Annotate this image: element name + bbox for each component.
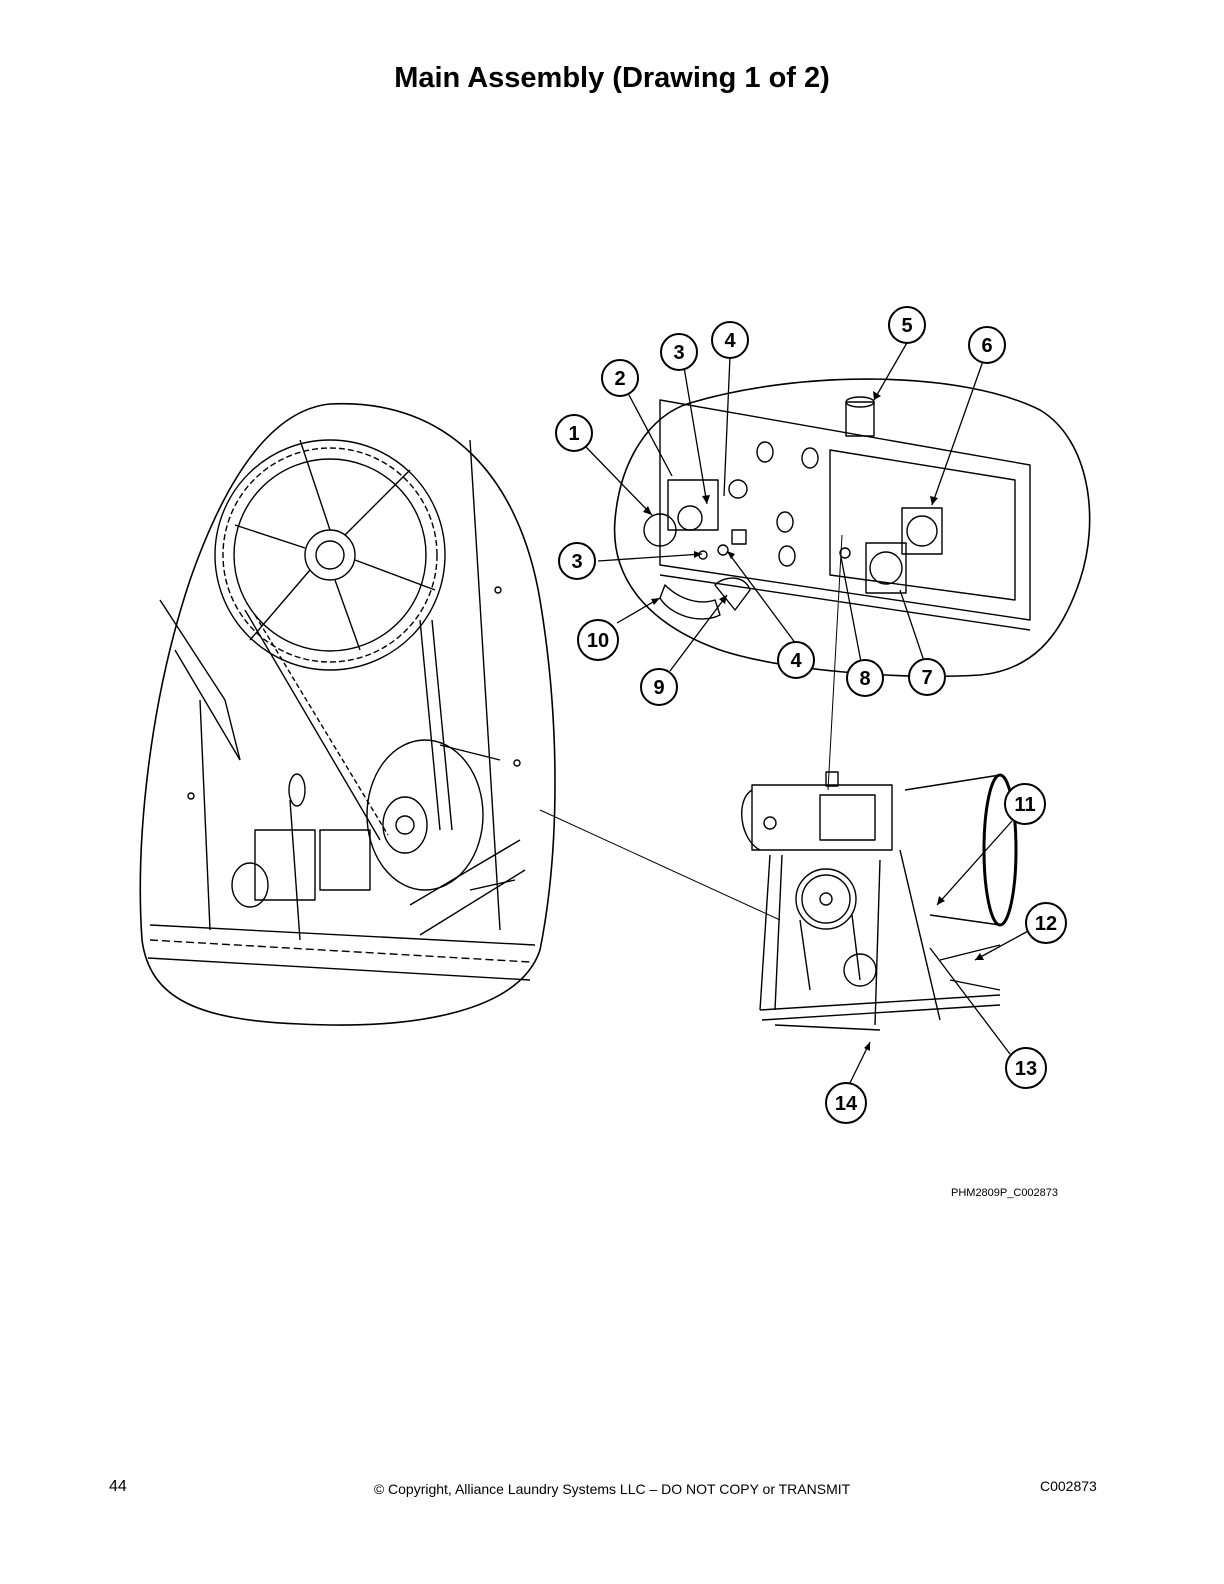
callout-5 <box>888 306 926 344</box>
drive-belt <box>244 609 453 841</box>
callout-label-7: 7 <box>921 667 932 689</box>
callout-label-10: 10 <box>587 630 609 652</box>
figure-id: PHM2809P_C002873 <box>951 1187 1059 1199</box>
frame <box>147 439 536 981</box>
callout-label-4-lower: 4 <box>790 650 802 672</box>
detail-view-control-panel <box>613 378 1091 678</box>
detail-view-belt-drive <box>139 402 556 1026</box>
valve <box>231 773 371 908</box>
callout-14 <box>825 1082 867 1124</box>
callout-12 <box>1025 902 1067 944</box>
callout-8 <box>846 659 884 697</box>
callout-label-14: 14 <box>835 1093 858 1115</box>
callout-4-lower <box>777 641 815 679</box>
callout-4-upper <box>711 321 749 359</box>
copyright-notice: © Copyright, Alliance Laundry Systems LL… <box>373 1481 851 1497</box>
callout-label-3-upper: 3 <box>673 342 684 364</box>
page-number: 44 <box>109 1478 127 1495</box>
callout-label-3-lower: 3 <box>571 551 582 573</box>
callout-label-4-upper: 4 <box>724 330 736 352</box>
motor <box>366 739 516 891</box>
pulley-wheel <box>214 439 446 671</box>
callout-10 <box>577 619 619 661</box>
document-number: C002873 <box>1040 1478 1097 1494</box>
callout-13 <box>1005 1047 1047 1089</box>
callout-7 <box>908 658 946 696</box>
callout-label-2: 2 <box>614 368 625 390</box>
callout-1 <box>555 414 593 452</box>
callout-label-9: 9 <box>653 677 664 699</box>
callout-3-upper <box>660 333 698 371</box>
callout-label-6: 6 <box>981 335 992 357</box>
callout-label-5: 5 <box>901 315 912 337</box>
callout-2 <box>601 359 639 397</box>
callout-9 <box>640 668 678 706</box>
machine-overview <box>741 771 1018 1031</box>
callout-label-11: 11 <box>1014 794 1035 816</box>
page-title: Main Assembly (Drawing 1 of 2) <box>394 62 830 94</box>
leader-lines <box>585 340 1031 1088</box>
leader-arrowheads <box>643 391 984 1051</box>
callouts <box>555 306 1067 1124</box>
callout-label-1: 1 <box>568 423 579 445</box>
callout-label-8: 8 <box>859 668 870 690</box>
callout-3-lower <box>558 542 596 580</box>
callout-11 <box>1004 783 1046 825</box>
callout-label-12: 12 <box>1035 913 1057 935</box>
callout-label-13: 13 <box>1015 1058 1037 1080</box>
callout-6 <box>968 326 1006 364</box>
